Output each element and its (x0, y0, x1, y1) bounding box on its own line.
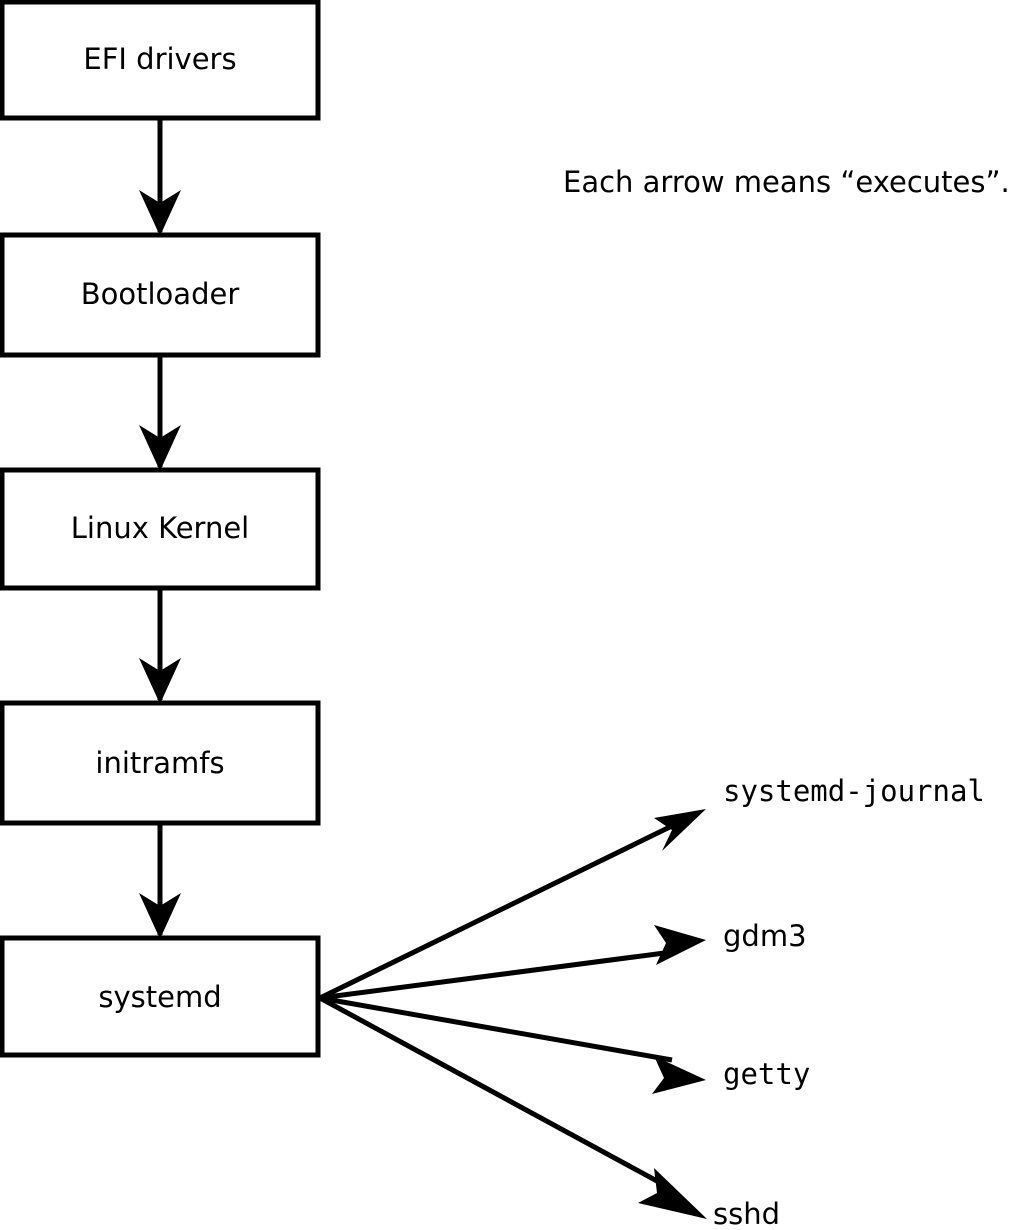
box-outline (0, 700, 321, 826)
box-outline (0, 232, 321, 358)
fanout-arrow-sshd (318, 995, 707, 1219)
box-label: EFI drivers (83, 42, 236, 76)
fanout-arrow-gdm3 (319, 925, 706, 1001)
chain-arrow-efi-to-bootloader (139, 118, 181, 236)
chain-arrow-initramfs-to-systemd (139, 823, 181, 939)
fanout-arrow-line (319, 995, 673, 1063)
box-outline (0, 0, 321, 121)
leaf-label-sshd: sshd (713, 1197, 780, 1230)
chain-arrow-group (139, 118, 181, 939)
arrowhead-diagonal-icon (652, 1056, 706, 1094)
box-linux-kernel[interactable]: Linux Kernel (0, 467, 321, 591)
box-label: systemd (98, 980, 221, 1014)
fanout-arrow-group (318, 809, 707, 1219)
chain-arrow-bootloader-to-kernel (139, 355, 181, 471)
fanout-arrow-line (319, 949, 673, 1001)
fanout-arrow-systemd-journal (318, 809, 706, 1001)
arrowhead-down-icon (139, 425, 181, 471)
leaf-label-gdm3: gdm3 (723, 919, 807, 953)
box-efi-drivers[interactable]: EFI drivers (0, 0, 321, 121)
fanout-arrow-getty (319, 995, 706, 1094)
box-bootloader[interactable]: Bootloader (0, 232, 321, 358)
arrowhead-down-icon (139, 658, 181, 704)
box-label: Bootloader (81, 277, 240, 311)
arrowhead-diagonal-icon (638, 1168, 707, 1219)
arrowhead-diagonal-icon (654, 809, 706, 851)
box-initramfs[interactable]: initramfs (0, 700, 321, 826)
fanout-arrow-line (318, 995, 670, 1190)
arrowhead-down-icon (139, 190, 181, 236)
leaf-label-getty: getty (723, 1057, 810, 1091)
box-outline (0, 467, 321, 591)
chain-arrow-kernel-to-initramfs (139, 588, 181, 704)
legend-note: Each arrow means “executes”. (563, 165, 1010, 199)
box-outline (0, 935, 321, 1058)
arrowhead-down-icon (139, 893, 181, 939)
fanout-arrow-line (318, 820, 680, 1001)
arrowhead-diagonal-icon (654, 925, 706, 965)
box-label: initramfs (95, 746, 224, 780)
leaf-label-systemd-journal: systemd-journal (723, 774, 985, 808)
box-systemd[interactable]: systemd (0, 935, 321, 1058)
box-label: Linux Kernel (71, 511, 249, 545)
